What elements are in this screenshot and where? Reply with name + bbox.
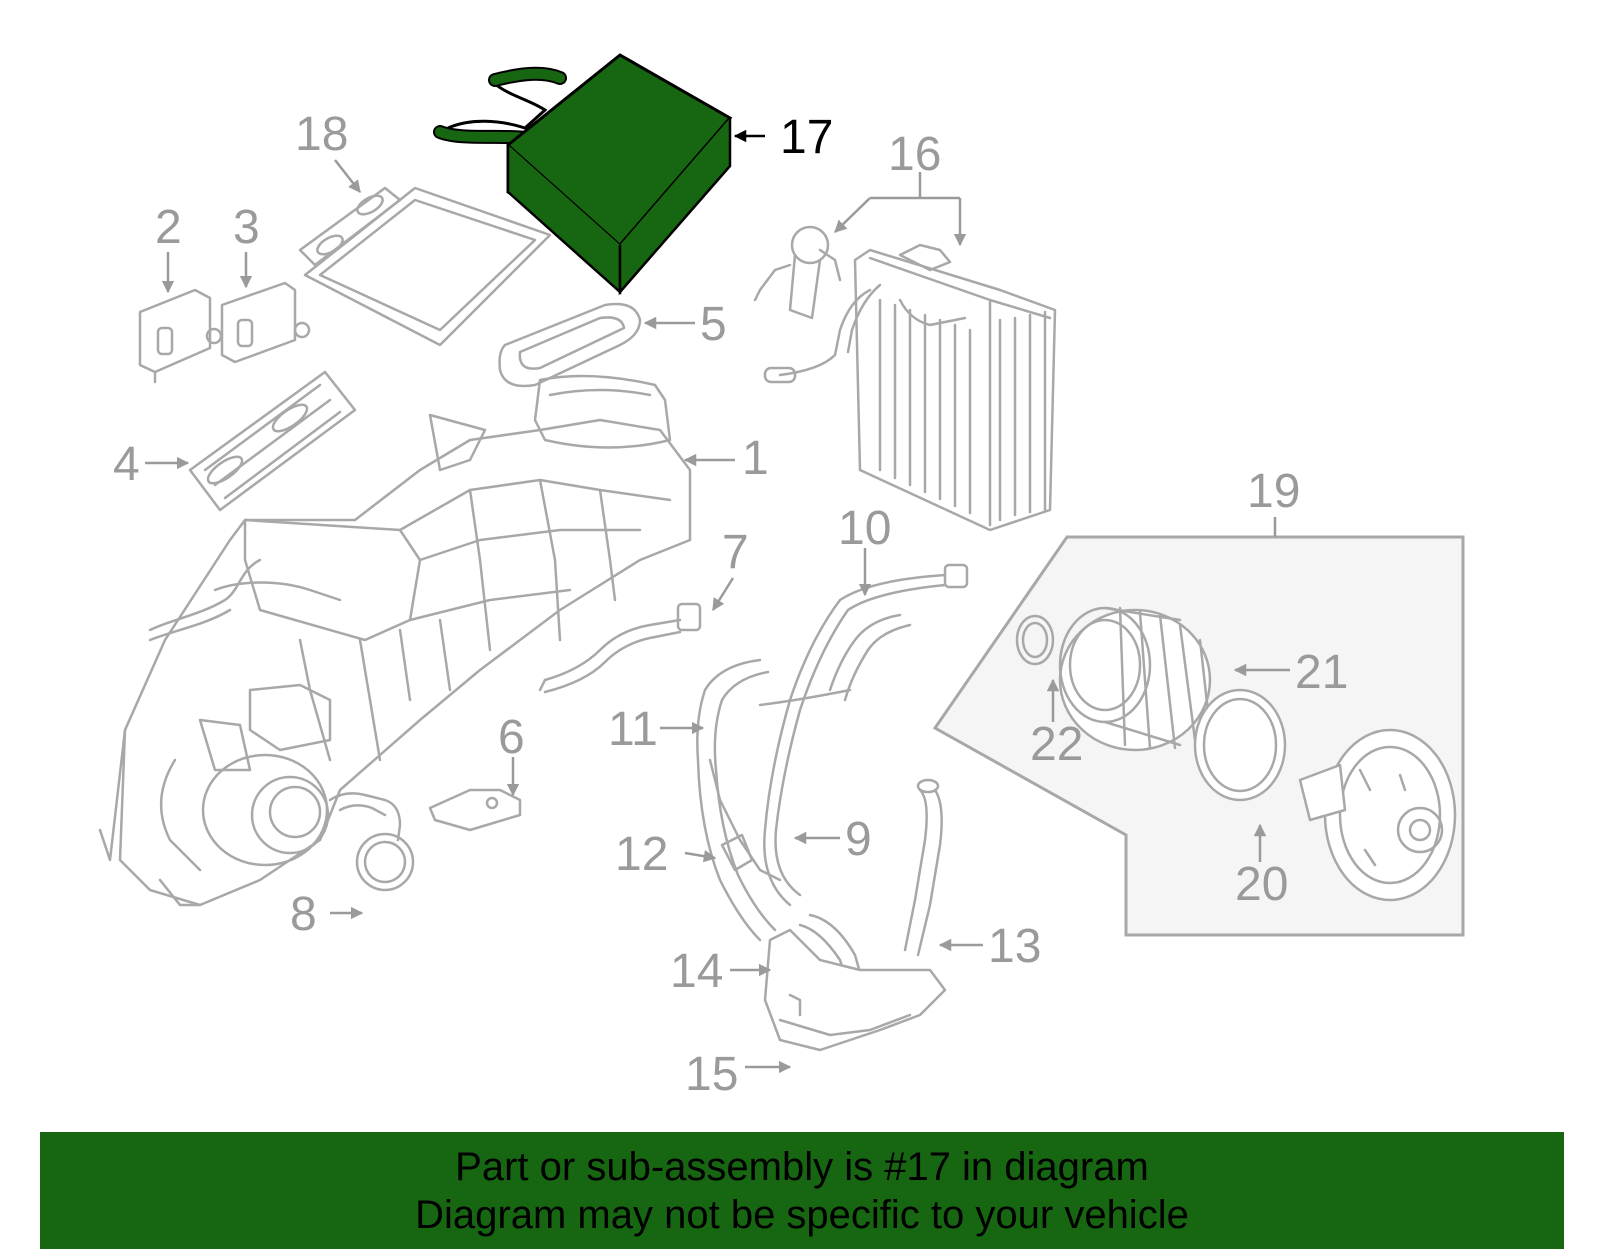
blower-motor (1298, 728, 1457, 902)
callout-21: 21 (1295, 646, 1348, 699)
callout-labels: 1 2 3 4 5 6 7 8 9 10 11 12 13 14 15 16 1… (113, 108, 1348, 1101)
callout-18: 18 (295, 108, 348, 161)
callout-7: 7 (722, 526, 749, 579)
part-4-bracket[interactable] (188, 370, 357, 512)
banner-line-1: Part or sub-assembly is #17 in diagram (455, 1144, 1149, 1189)
callout-9: 9 (845, 813, 872, 866)
part-8-duct[interactable] (328, 792, 415, 892)
part-17-heater-core[interactable] (433, 53, 733, 296)
banner-line-2: Diagram may not be specific to your vehi… (415, 1192, 1189, 1237)
part-1-hvac-housing[interactable] (98, 374, 692, 907)
part-5-seal[interactable] (498, 302, 642, 388)
part-9-15-hose-assembly[interactable] (696, 563, 969, 1052)
callout-22: 22 (1030, 718, 1083, 771)
callout-2: 2 (155, 201, 182, 254)
part-2-actuator[interactable] (138, 288, 212, 384)
callout-6: 6 (498, 711, 525, 764)
callout-20: 20 (1235, 858, 1288, 911)
callout-16: 16 (888, 128, 941, 181)
callout-11: 11 (608, 703, 658, 756)
callout-1: 1 (742, 432, 769, 485)
parts-diagram: 1 2 3 4 5 6 7 8 9 10 11 12 13 14 15 16 1… (98, 53, 1465, 1101)
part-6-bracket[interactable] (428, 788, 522, 832)
callout-3: 3 (233, 201, 260, 254)
part-16-evaporator[interactable] (753, 225, 1057, 532)
callout-12: 12 (615, 828, 668, 881)
part-21-blower-wheel (1058, 606, 1212, 752)
part-22-gasket (1015, 614, 1055, 666)
part-18-filter-frame[interactable] (298, 186, 552, 347)
callout-4: 4 (113, 438, 140, 491)
part-19-blower-assembly[interactable] (932, 535, 1465, 937)
callout-19: 19 (1247, 465, 1300, 518)
leader-lines (145, 129, 1290, 1074)
callout-5: 5 (700, 298, 727, 351)
callout-10: 10 (838, 502, 891, 555)
callout-8: 8 (290, 888, 317, 941)
part-3-actuator[interactable] (205, 281, 311, 364)
info-banner: Part or sub-assembly is #17 in diagram D… (40, 1132, 1564, 1249)
callout-15: 15 (685, 1048, 738, 1101)
callout-17: 17 (780, 111, 833, 164)
part-7-hose[interactable] (538, 602, 702, 694)
callout-14: 14 (670, 945, 723, 998)
part-20-gasket-plate (1193, 688, 1287, 802)
callout-13: 13 (988, 920, 1041, 973)
